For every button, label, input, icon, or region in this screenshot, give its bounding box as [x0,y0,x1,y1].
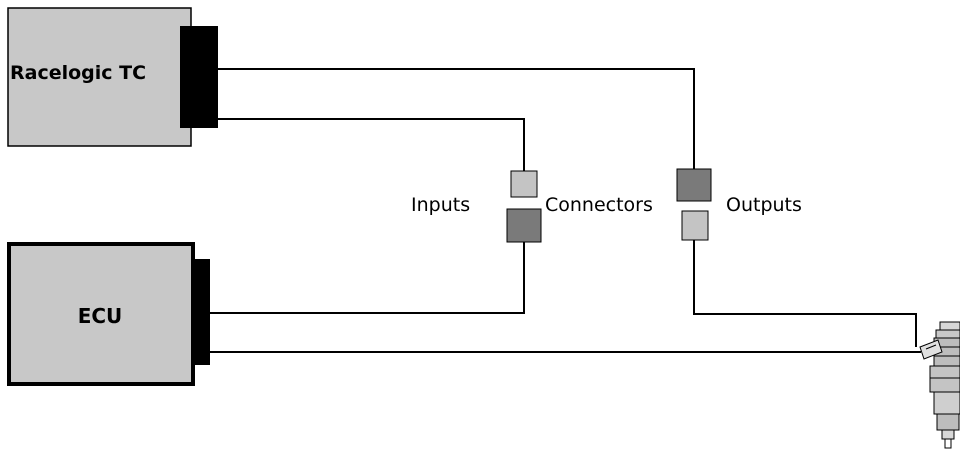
racelogic-tc-plug [180,26,218,128]
input-connector-top [510,170,538,198]
output-connector-top [676,168,712,202]
outputs-label: Outputs [726,194,802,216]
racelogic-tc-unit: Racelogic TC [7,7,218,147]
connectors-label: Connectors [545,194,653,216]
ecu-plug [192,259,210,365]
wire-output-connector-to-injector [693,240,917,347]
output-connector [676,168,712,241]
wire-racelogic-to-output-connector [218,68,695,169]
wire-input-connector-to-ecu [210,242,525,314]
wires [210,68,921,353]
wire-racelogic-to-input-connector [218,118,525,171]
ecu-title: ECU [78,304,123,328]
ecu-unit: ECU [7,242,210,386]
output-connector-bottom [681,210,709,241]
ecu-body [7,242,195,386]
input-connector-bottom [506,208,542,243]
fuel-injector-icon [919,321,960,449]
inputs-label: Inputs [411,194,470,216]
racelogic-tc-body [7,7,192,147]
racelogic-tc-title: Racelogic TC [10,62,146,84]
input-connector [506,170,542,243]
